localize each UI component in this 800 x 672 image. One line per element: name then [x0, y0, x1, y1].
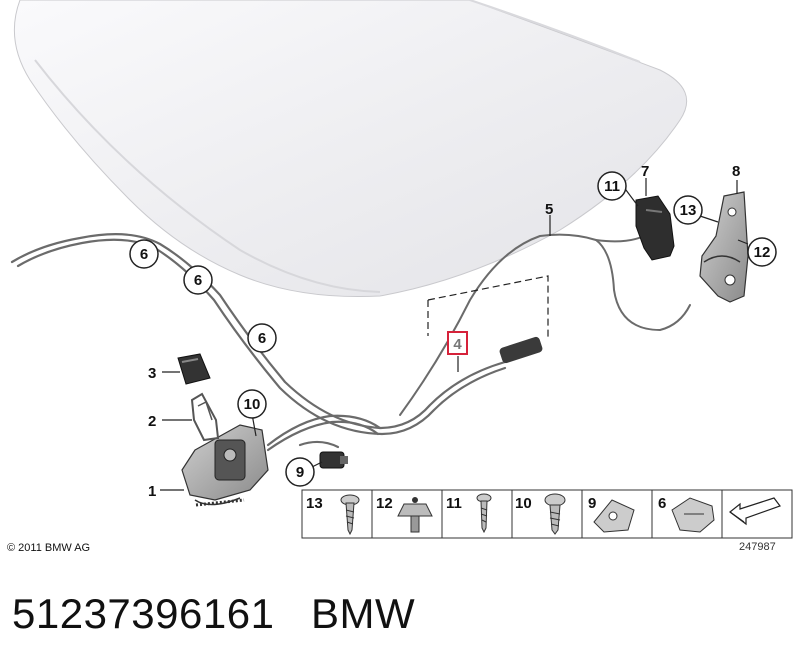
- legend-item-9: 9: [588, 495, 596, 512]
- bracket-part2: [190, 392, 220, 442]
- safety-catch-part8: [699, 191, 749, 303]
- copyright-text: © 2011 BMW AG: [7, 542, 91, 554]
- hood-latch-part1: [181, 424, 269, 507]
- callout-11-label: 11: [604, 178, 620, 195]
- drawing-number: 247987: [739, 541, 776, 553]
- legend-item-10: 10: [515, 495, 532, 512]
- callout-6c-label: 6: [258, 330, 266, 347]
- callout-10: 10: [237, 389, 267, 419]
- part-footer: 51237396161 BMW: [12, 590, 415, 638]
- legend-item-13: 13: [306, 495, 323, 512]
- screw-11-icon: [476, 493, 492, 534]
- plug-part3: [177, 353, 211, 385]
- fastener-legend: 13 12 11 10 9 6: [301, 489, 793, 539]
- legend-item-12: 12: [376, 495, 393, 512]
- callout-4-label: 4: [453, 336, 462, 353]
- callout-9: 9: [285, 457, 315, 487]
- callout-6b: 6: [183, 265, 213, 295]
- callout-13: 13: [673, 195, 703, 225]
- callout-1: 1: [148, 483, 156, 500]
- callout-4-highlighted: 4: [447, 331, 468, 355]
- callout-7: 7: [641, 163, 649, 180]
- callout-10-label: 10: [244, 396, 261, 413]
- callout-6b-label: 6: [194, 272, 202, 289]
- callout-2: 2: [148, 413, 156, 430]
- callout-12-label: 12: [754, 244, 771, 261]
- part4-dashed-boundary: [427, 275, 549, 338]
- clip-6-icon: [671, 497, 715, 533]
- latch-handle-part7: [635, 195, 675, 261]
- screw-10-icon: [544, 493, 566, 535]
- brand-name: BMW: [310, 590, 416, 637]
- callout-6a: 6: [129, 239, 159, 269]
- direction-arrow-icon: [729, 497, 781, 526]
- screw-13-icon: [340, 494, 360, 536]
- callout-9-label: 9: [296, 464, 304, 481]
- bolt-12-icon: [397, 497, 433, 533]
- legend-item-11: 11: [446, 495, 462, 512]
- cable-grommet: [499, 336, 543, 364]
- callout-12: 12: [747, 237, 777, 267]
- callout-3: 3: [148, 365, 156, 382]
- callout-8: 8: [732, 163, 740, 180]
- clip-9-icon: [593, 499, 635, 533]
- part-number: 51237396161: [12, 590, 275, 637]
- connector-part9: [319, 451, 348, 469]
- legend-item-6: 6: [658, 495, 666, 512]
- hood-panel: [13, 0, 688, 298]
- callout-13-label: 13: [680, 202, 697, 219]
- callout-11: 11: [597, 171, 627, 201]
- callout-6c: 6: [247, 323, 277, 353]
- callout-5: 5: [545, 201, 553, 218]
- callout-6a-label: 6: [140, 246, 148, 263]
